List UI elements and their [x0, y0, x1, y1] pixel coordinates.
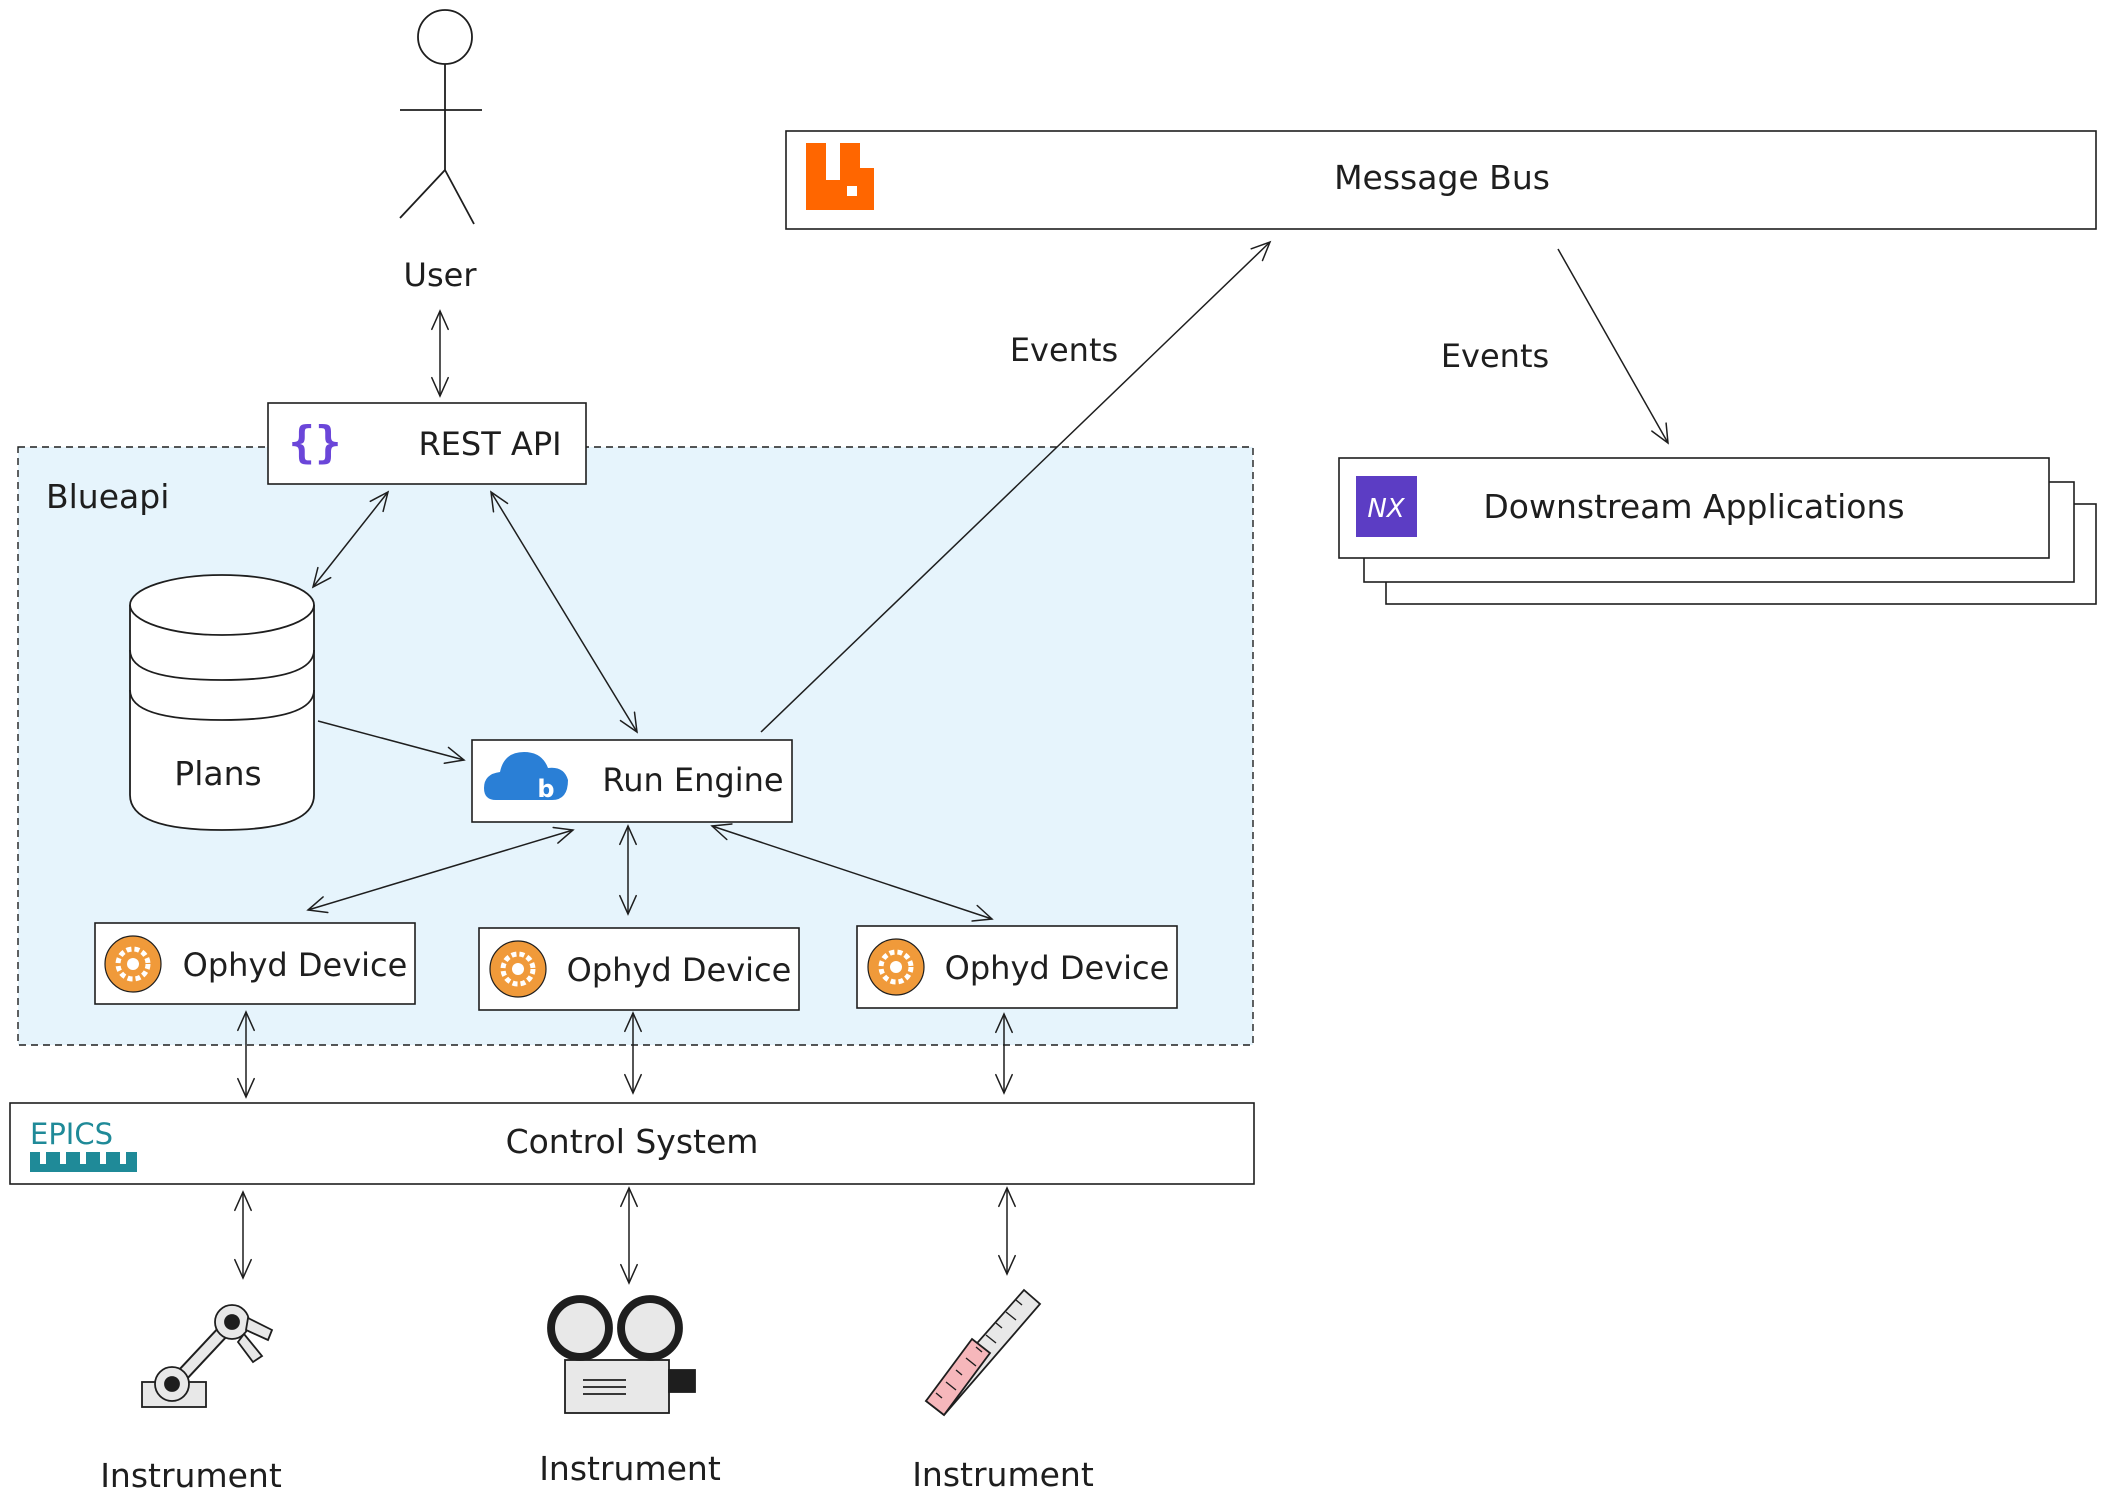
control-instrument1-arrow: [234, 1190, 252, 1280]
bluesky-cloud-icon: b: [484, 752, 568, 803]
events-from-bus-label: Events: [1441, 337, 1549, 375]
ophyd-device-label: Ophyd Device: [945, 949, 1170, 987]
user-label: User: [404, 256, 478, 294]
ruler-icon: [924, 1288, 1042, 1417]
user-icon: [399, 9, 482, 225]
plans-label: Plans: [174, 754, 261, 793]
events-to-bus-label: Events: [1010, 331, 1118, 369]
robot-arm-icon: [141, 1304, 274, 1408]
ophyd-gear-icon: [867, 938, 925, 996]
connectors: [234, 240, 1669, 1285]
run-engine-ophyd2-arrow: [619, 824, 637, 916]
downstream-front-box: [1338, 457, 2050, 559]
database-icon: [129, 574, 315, 831]
instrument-camera: Instrument: [539, 1295, 721, 1488]
ophyd-device-label: Ophyd Device: [567, 951, 792, 989]
ophyd-device-2: Ophyd Device: [478, 927, 800, 1011]
user-rest-arrow: [431, 309, 449, 398]
ophyd-gear-icon: [104, 935, 162, 993]
instrument-ruler: Instrument: [912, 1288, 1094, 1494]
downstream-applications: NX Downstream Applications: [1338, 457, 2097, 605]
instrument-robot-arm: Instrument: [100, 1304, 282, 1495]
svg-text:b: b: [537, 775, 554, 803]
instrument-label: Instrument: [100, 1456, 282, 1495]
bus-downstream-arrow: [1557, 248, 1669, 445]
ophyd3-control-arrow: [995, 1012, 1013, 1095]
ophyd-device-label: Ophyd Device: [183, 946, 408, 984]
rest-api-box: {} REST API: [267, 402, 587, 485]
svg-text:{}: {}: [289, 417, 342, 468]
ophyd2-control-arrow: [624, 1011, 642, 1095]
control-instrument3-arrow: [998, 1186, 1016, 1276]
run-engine-label: Run Engine: [602, 761, 783, 799]
control-instrument2-arrow: [620, 1186, 638, 1285]
blueapi-label: Blueapi: [46, 477, 169, 516]
ophyd-device-3: Ophyd Device: [856, 925, 1178, 1009]
run-engine-bus-arrow: [760, 240, 1272, 733]
rest-run-engine-arrow: [490, 490, 638, 734]
instrument-label: Instrument: [539, 1449, 721, 1488]
camera-icon: [547, 1295, 696, 1414]
run-engine-box: b Run Engine: [471, 739, 793, 823]
rest-api-label: REST API: [418, 425, 561, 463]
rest-plans-arrow: [311, 490, 390, 589]
instrument-label: Instrument: [912, 1455, 1094, 1494]
run-engine-ophyd3-arrow: [710, 823, 994, 922]
plans-run-engine-arrow: [317, 720, 466, 764]
run-engine-ophyd1-arrow: [306, 826, 575, 914]
epics-logo: EPICS: [30, 1117, 137, 1172]
curly-braces-icon: {}: [289, 417, 342, 468]
ophyd-device-1: Ophyd Device: [94, 922, 416, 1005]
message-bus-label: Message Bus: [1334, 158, 1550, 197]
nx-icon-text: NX: [1367, 494, 1405, 524]
plans-database: Plans: [129, 574, 315, 831]
ophyd-gear-icon: [489, 940, 547, 998]
downstream-label: Downstream Applications: [1483, 487, 1904, 526]
nx-icon: NX: [1356, 476, 1417, 537]
epics-logo-text: EPICS: [30, 1117, 113, 1151]
message-bus-box: Message Bus: [785, 130, 2097, 230]
control-system-box: EPICS Control System: [9, 1102, 1255, 1185]
control-system-label: Control System: [506, 1122, 759, 1161]
rabbitmq-icon: [806, 143, 874, 210]
ophyd1-control-arrow: [237, 1010, 255, 1099]
user-actor: User: [399, 9, 482, 294]
